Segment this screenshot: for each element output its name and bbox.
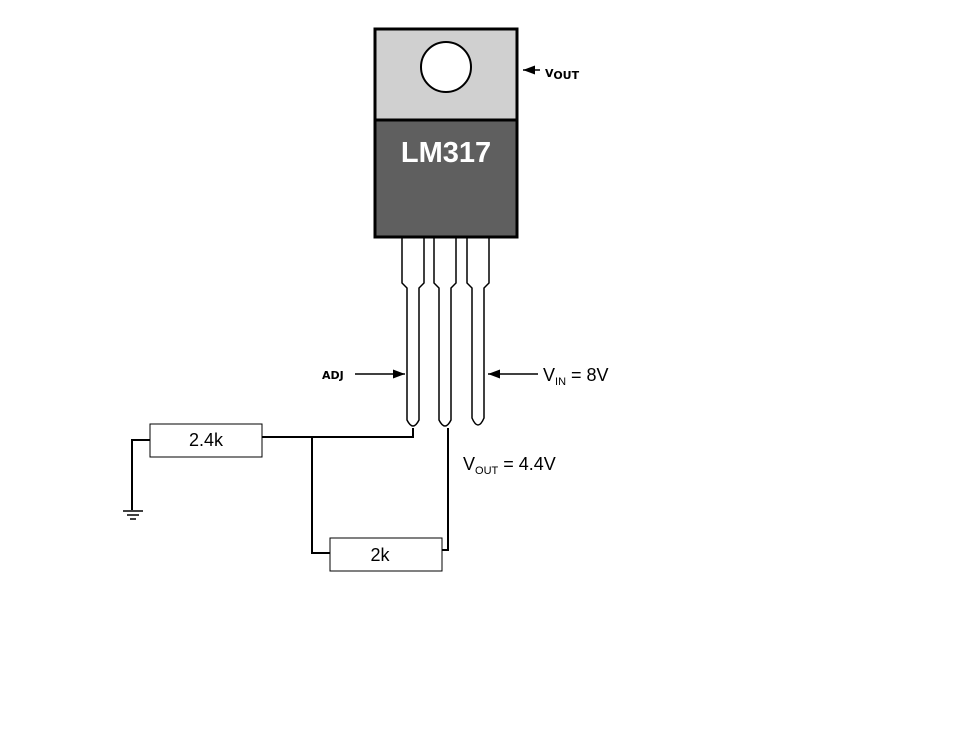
- wiring: [131, 428, 449, 554]
- ground-icon: [123, 510, 143, 520]
- resistor-r2: 2k: [329, 537, 443, 572]
- pin-out: [433, 237, 457, 427]
- vin-annotation: VIN = 8V: [488, 365, 609, 388]
- tab-vout-annotation: VOUT: [523, 65, 580, 82]
- vin-label: VIN = 8V: [543, 365, 609, 388]
- pin-adj: [401, 237, 425, 427]
- pin-in: [466, 237, 490, 426]
- adj-label: ADJ: [322, 369, 344, 382]
- chip-body: [373, 118, 519, 239]
- tab-vout-label: VOUT: [545, 67, 580, 82]
- resistor-r1-label: 2.4k: [189, 430, 224, 450]
- lm317-package: LM317: [373, 27, 519, 239]
- mounting-hole: [420, 41, 472, 93]
- vout-label: VOUT = 4.4V: [463, 454, 556, 477]
- adj-annotation: ADJ: [322, 369, 405, 382]
- resistor-r1: 2.4k: [149, 423, 263, 458]
- chip-label: LM317: [401, 137, 491, 169]
- resistor-r2-label: 2k: [370, 545, 390, 565]
